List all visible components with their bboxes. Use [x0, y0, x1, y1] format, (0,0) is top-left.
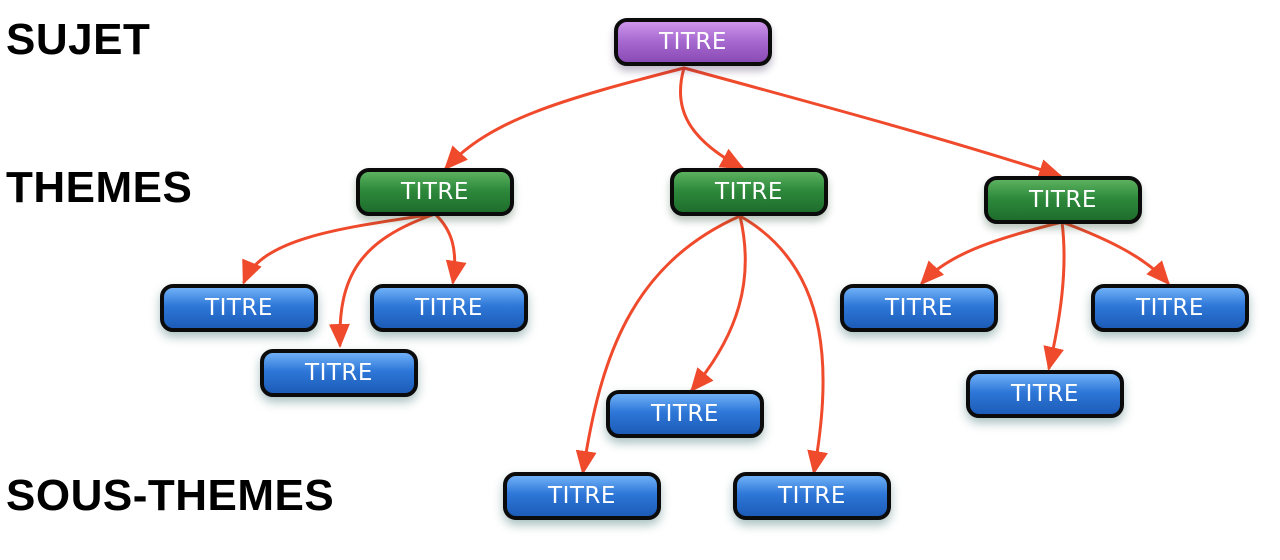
arrow-theme-left-to-sub-left-3 — [433, 212, 467, 285]
level-label-themes: THEMES — [6, 163, 193, 212]
subtheme-node: TITRE — [606, 390, 764, 438]
arrow-theme-right-to-sub-right-1 — [919, 220, 1064, 286]
subject-node: TITRE — [614, 18, 772, 66]
subtheme-node: TITRE — [260, 349, 418, 397]
arrow-subject-to-theme-left — [443, 66, 686, 171]
theme-node-left: TITRE — [356, 168, 514, 216]
arrow-theme-left-to-sub-left-2 — [328, 212, 437, 348]
arrow-theme-center-to-sub-center-3 — [738, 214, 828, 475]
level-label-subject: SUJET — [6, 15, 151, 64]
subtheme-node: TITRE — [840, 284, 998, 332]
theme-node-right: TITRE — [984, 176, 1142, 224]
subtheme-node: TITRE — [370, 284, 528, 332]
arrow-subject-to-theme-center — [679, 66, 745, 170]
arrow-subject-to-theme-right — [682, 66, 1063, 180]
arrow-theme-center-to-sub-center-1 — [690, 214, 747, 393]
subtheme-node: TITRE — [160, 284, 318, 332]
subtheme-node: TITRE — [1091, 284, 1249, 332]
subtheme-node: TITRE — [733, 472, 891, 520]
subtheme-node: TITRE — [966, 370, 1124, 418]
subtheme-node: TITRE — [503, 472, 661, 520]
level-label-subthemes: SOUS-THEMES — [6, 471, 335, 520]
arrow-theme-right-to-sub-right-3 — [1060, 220, 1170, 286]
arrow-theme-center-to-sub-center-2 — [575, 214, 742, 475]
theme-node-center: TITRE — [670, 168, 828, 216]
arrow-theme-right-to-sub-right-2 — [1043, 220, 1066, 371]
arrow-theme-left-to-sub-left-1 — [242, 212, 437, 285]
